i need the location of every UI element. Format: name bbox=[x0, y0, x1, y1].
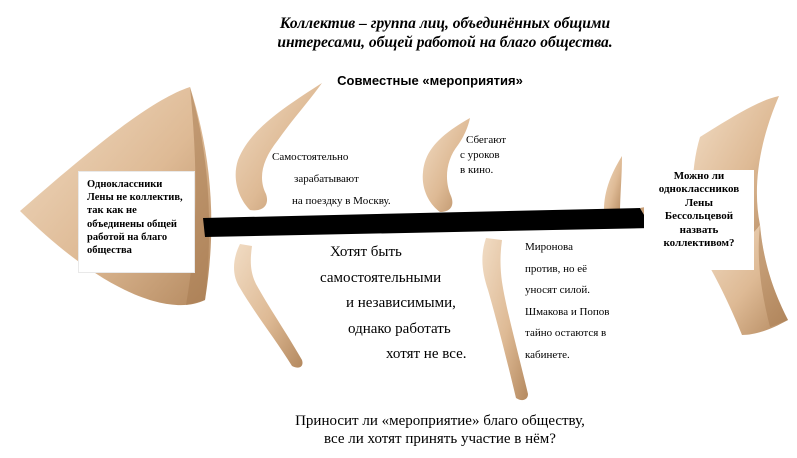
head-box-line: так как не bbox=[87, 205, 137, 217]
page-title: Коллектив – группа лиц, объединённых общ… bbox=[230, 14, 660, 52]
rib-label-earn-money: Самостоятельно зарабатывают на поездку в… bbox=[258, 146, 418, 212]
rib-label-mironova: Миронова против, но её уносят силой. Шма… bbox=[525, 237, 645, 366]
tail-question-box: Можно ли одноклассников Лены Бессольцево… bbox=[644, 170, 754, 270]
center-line: и независимыми, bbox=[346, 295, 456, 311]
events-label: Совместные «мероприятия» bbox=[337, 73, 523, 88]
rib-label-line: на поездку в Москву. bbox=[292, 195, 391, 207]
tail-box-line: коллективом? bbox=[663, 237, 735, 250]
rib-label-line: с уроков bbox=[460, 149, 500, 161]
head-box-line: общества bbox=[87, 245, 132, 257]
rib-label-skip-class: Сбегают с уроков в кино. bbox=[460, 133, 550, 178]
lower-rib-2 bbox=[482, 238, 528, 401]
tail-box-line: одноклассников bbox=[658, 183, 740, 196]
rib-label-line: Сбегают bbox=[466, 134, 507, 146]
title-line-1: Коллектив – группа лиц, объединённых общ… bbox=[279, 15, 611, 32]
head-conclusion-box: Одноклассники Лены не коллектив, так как… bbox=[79, 172, 194, 272]
upper-rib-3 bbox=[604, 156, 622, 216]
tail-box-line: назвать bbox=[679, 223, 719, 236]
bottom-line-1: Приносит ли «мероприятие» благо обществу… bbox=[295, 413, 585, 429]
center-line: Хотят быть bbox=[330, 244, 402, 260]
center-line: однако работать bbox=[348, 320, 451, 337]
rib-label-line: зарабатывают bbox=[294, 173, 359, 185]
center-line: хотят не все. bbox=[386, 346, 467, 362]
head-box-line: Одноклассники bbox=[87, 179, 163, 190]
upper-rib-1 bbox=[235, 83, 322, 211]
rib-label-line: Миронова bbox=[525, 241, 573, 253]
rib-label-line: кабинете. bbox=[525, 348, 570, 361]
title-line-2: интересами, общей работой на благо общес… bbox=[277, 34, 613, 51]
bottom-question: Приносит ли «мероприятие» благо обществу… bbox=[240, 412, 640, 448]
rib-label-line: уносят силой. bbox=[525, 284, 591, 296]
tail-box-line: Бессольцевой bbox=[664, 210, 734, 223]
rib-label-line: Шмакова и Попов bbox=[525, 305, 610, 318]
lower-rib-1 bbox=[234, 244, 303, 368]
rib-label-line: тайно остаются в bbox=[525, 327, 607, 339]
center-line: самостоятельными bbox=[320, 269, 442, 286]
center-statement: Хотят быть самостоятельными и независимы… bbox=[296, 240, 516, 368]
upper-rib-2 bbox=[422, 118, 470, 212]
rib-label-line: в кино. bbox=[460, 164, 494, 176]
rib-label-line: против, но её bbox=[525, 262, 588, 275]
head-box-line: работой на благо bbox=[87, 231, 168, 243]
tail-box-line: Лены bbox=[685, 196, 713, 209]
head-box-line: объединены общей bbox=[87, 218, 177, 230]
tail-box-line: Можно ли bbox=[673, 170, 725, 182]
rib-label-line: Самостоятельно bbox=[272, 151, 349, 163]
head-box-line: Лены не коллектив, bbox=[87, 192, 183, 204]
bottom-line-2: все ли хотят принять участие в нём? bbox=[324, 431, 556, 447]
